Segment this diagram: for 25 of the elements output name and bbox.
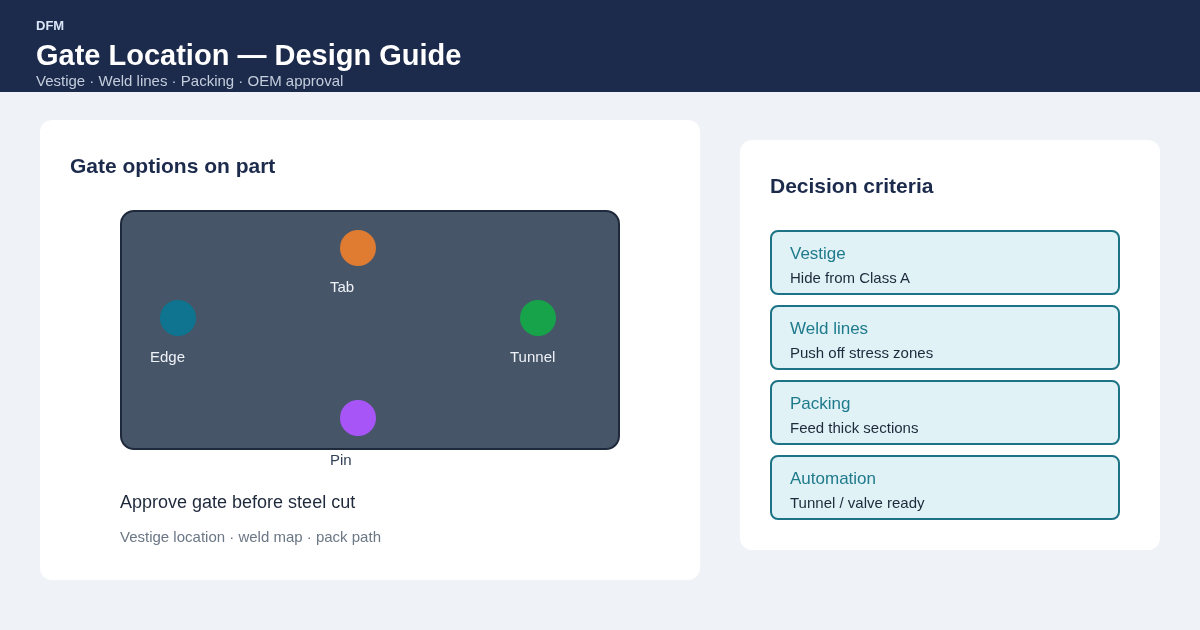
gate-label: Pin (330, 451, 352, 469)
criterion-card (770, 230, 1120, 295)
page-title: Gate Location — Design Guide (36, 38, 462, 73)
criterion-card (770, 380, 1120, 445)
gate-label: Tunnel (510, 348, 556, 366)
header-tag: DFM (36, 18, 65, 34)
note-text: Approve gate before steel cut (120, 492, 356, 514)
panel-heading: Gate options on part (70, 153, 276, 179)
gate-label: Edge (150, 348, 186, 366)
gate-label: Tab (330, 278, 355, 296)
criterion-text: Feed thick sections (790, 419, 919, 437)
criterion-title: Weld lines (790, 319, 869, 340)
panel-card (40, 120, 700, 580)
criterion-text: Hide from Class A (790, 269, 911, 287)
criterion-text: Tunnel / valve ready (790, 494, 925, 512)
criterion-title: Vestige (790, 244, 846, 265)
panel-heading: Decision criteria (770, 173, 934, 199)
subtitle: Vestige · Weld lines · Packing · OEM approval (36, 72, 344, 90)
criterion-card (770, 455, 1120, 520)
criterion-title: Automation (790, 469, 876, 490)
criterion-title: Packing (790, 394, 851, 415)
caption-text: Vestige location · weld map · pack path (120, 528, 381, 546)
criterion-text: Push off stress zones (790, 344, 934, 362)
criterion-card (770, 305, 1120, 370)
panel-card (740, 140, 1160, 550)
